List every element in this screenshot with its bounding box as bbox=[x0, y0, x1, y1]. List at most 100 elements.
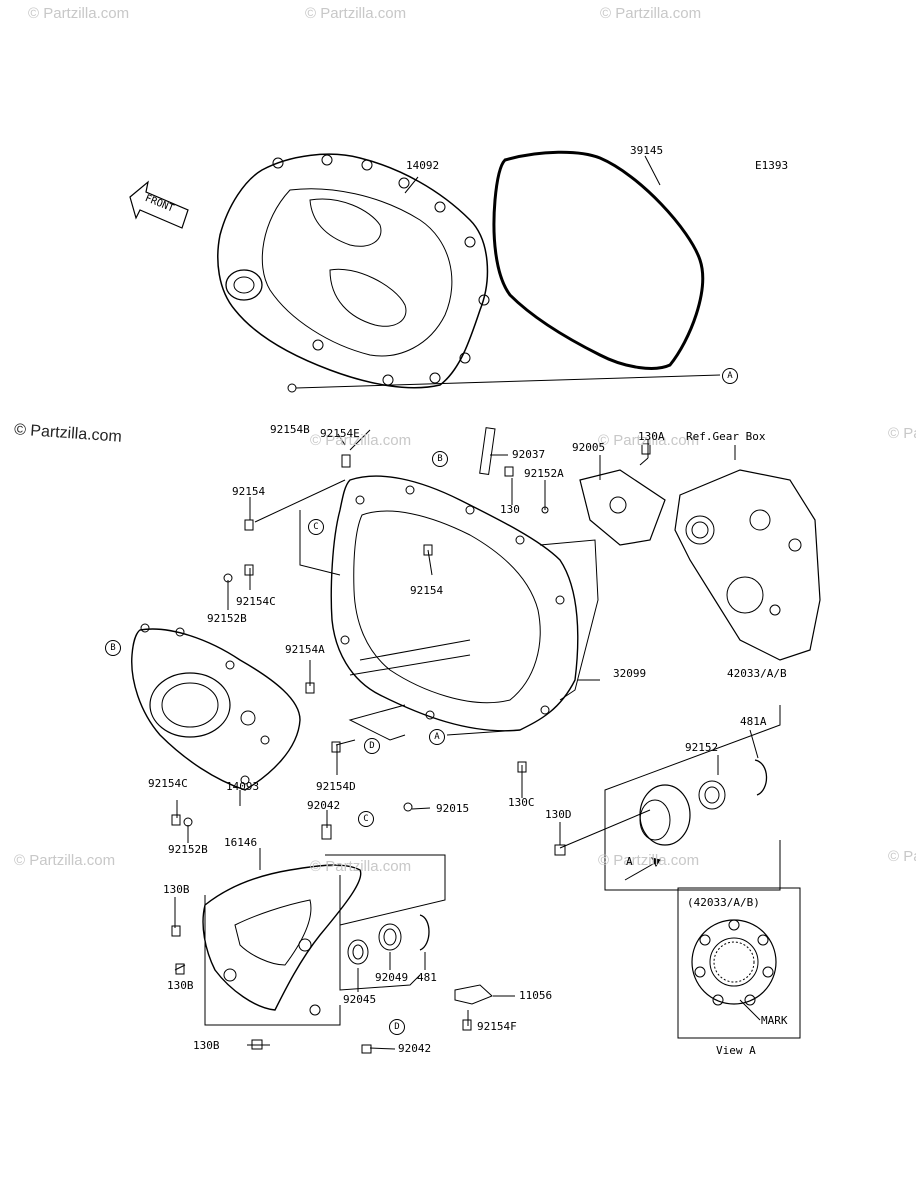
watermark: © Partzilla.com bbox=[305, 5, 407, 22]
part-label: 92154B bbox=[270, 423, 310, 436]
snap-ring-481 bbox=[419, 914, 430, 951]
seal-92045 bbox=[347, 939, 369, 965]
clutch-cover-14092 bbox=[217, 153, 490, 389]
part-label: 14092 bbox=[406, 159, 440, 172]
callout-c: C bbox=[308, 519, 324, 535]
part-label: 92154E bbox=[320, 427, 360, 440]
part-label: 92045 bbox=[343, 993, 377, 1006]
bolt-130b-c bbox=[251, 1039, 263, 1050]
part-label: 92154F bbox=[477, 1020, 517, 1033]
part-label: 92152A bbox=[524, 467, 564, 480]
bolt-130d bbox=[554, 844, 566, 856]
part-label: 92154 bbox=[232, 485, 266, 498]
view-a-caption: View A bbox=[716, 1044, 756, 1057]
part-label: 130C bbox=[508, 796, 535, 809]
callout-b: B bbox=[105, 640, 121, 656]
bracket-11056 bbox=[454, 984, 493, 1005]
mark-label: MARK bbox=[761, 1014, 788, 1027]
gasket-92005 bbox=[579, 469, 666, 546]
part-label: 481A bbox=[740, 715, 767, 728]
part-label: 92042 bbox=[398, 1042, 432, 1055]
callout-d: D bbox=[389, 1019, 405, 1035]
washer-92152a bbox=[541, 506, 549, 514]
bolt-92154e bbox=[341, 454, 351, 468]
watermark: © Partzilla.com bbox=[888, 425, 916, 442]
part-label: 92154A bbox=[285, 643, 325, 656]
part-label: 14093 bbox=[226, 780, 260, 793]
part-label: 16146 bbox=[224, 836, 258, 849]
bolt-130b-b bbox=[175, 963, 185, 975]
watermark: © Partzilla.com bbox=[888, 848, 916, 865]
bolt-92154c-a bbox=[244, 564, 254, 576]
dowel-92042-b bbox=[361, 1044, 372, 1054]
bolt-130 bbox=[504, 466, 514, 477]
callout-a: A bbox=[429, 729, 445, 745]
part-label: 92154C bbox=[236, 595, 276, 608]
part-label: 92015 bbox=[436, 802, 470, 815]
part-label: 92154D bbox=[316, 780, 356, 793]
figure-code: E1393 bbox=[755, 159, 789, 172]
watermark: © Partzilla.com bbox=[600, 5, 702, 22]
crankcase-cover-32099 bbox=[330, 475, 599, 732]
part-label: 130D bbox=[545, 808, 572, 821]
part-label: 130B bbox=[193, 1039, 220, 1052]
callout-b: B bbox=[432, 451, 448, 467]
watermark: © Partzilla.com bbox=[310, 432, 412, 449]
plug-92015 bbox=[403, 802, 413, 812]
watermark: © Partzilla.com bbox=[310, 858, 412, 875]
part-label: 92152B bbox=[168, 843, 208, 856]
dowel-92037 bbox=[479, 427, 496, 476]
part-label: 92154 bbox=[410, 584, 444, 597]
part-label: 130 bbox=[500, 503, 520, 516]
part-label: 92005 bbox=[572, 441, 606, 454]
gasket-39145 bbox=[492, 150, 705, 370]
part-label: 92152 bbox=[685, 741, 719, 754]
air-duct-16146 bbox=[202, 864, 362, 1016]
part-label: 92037 bbox=[512, 448, 546, 461]
watermark: © Partzilla.com bbox=[598, 432, 700, 449]
part-label: 32099 bbox=[613, 667, 647, 680]
bolt-130c bbox=[517, 761, 527, 773]
watermark: © Partzilla.com bbox=[14, 852, 116, 869]
washer-92152b-a bbox=[223, 573, 233, 583]
view-a-title: (42033/A/B) bbox=[687, 896, 760, 909]
part-label: 42033/A/B bbox=[727, 667, 787, 680]
bolt-92154a bbox=[305, 682, 315, 694]
hub-42033 bbox=[639, 759, 768, 846]
part-label: 11056 bbox=[519, 989, 553, 1002]
part-label: 92152B bbox=[207, 612, 247, 625]
part-label: 130A bbox=[638, 430, 665, 443]
view-a-detail bbox=[677, 887, 801, 1039]
bolt-92154-a bbox=[244, 519, 254, 531]
bracket-42033-group bbox=[604, 705, 781, 891]
gear-box-reference bbox=[674, 469, 821, 661]
part-label: 130B bbox=[167, 979, 194, 992]
callout-d: D bbox=[364, 738, 380, 754]
inner-cover-14093 bbox=[131, 623, 301, 791]
part-label: 92049 bbox=[375, 971, 409, 984]
bolt-92154b bbox=[287, 374, 721, 393]
washer-92152b-b bbox=[183, 817, 193, 827]
bolt-92154c-b bbox=[171, 814, 181, 826]
bolt-130b-a bbox=[171, 925, 181, 937]
part-label: 39145 bbox=[630, 144, 664, 157]
arrow-a-label: A bbox=[626, 855, 633, 868]
bearing-92049 bbox=[378, 923, 402, 951]
watermark: © Partzilla.com bbox=[598, 852, 700, 869]
bolt-92154-b bbox=[423, 544, 433, 556]
bolt-130a bbox=[641, 443, 651, 455]
callout-a: A bbox=[722, 368, 738, 384]
bolt-92154d bbox=[331, 741, 341, 753]
dowel-92042-a bbox=[321, 824, 332, 840]
watermark: © Partzilla.com bbox=[28, 5, 130, 22]
ref-gear-box-label: Ref.Gear Box bbox=[686, 430, 766, 443]
front-arrow-icon: FRONT bbox=[129, 180, 189, 229]
part-label: 130B bbox=[163, 883, 190, 896]
part-label: 481 bbox=[417, 971, 437, 984]
bolt-92154f bbox=[462, 1019, 472, 1031]
callout-c: C bbox=[358, 811, 374, 827]
part-label: 92154C bbox=[148, 777, 188, 790]
part-label: 92042 bbox=[307, 799, 341, 812]
